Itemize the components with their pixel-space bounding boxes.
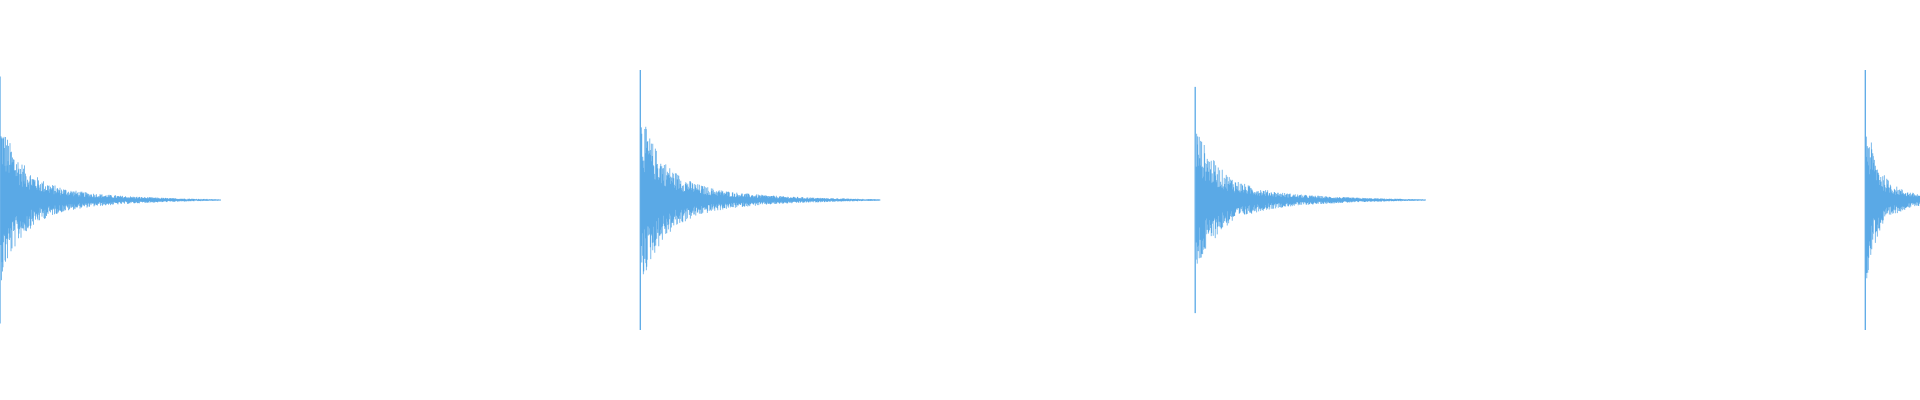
waveform-transient	[0, 76, 221, 324]
waveform-transients	[0, 70, 1920, 330]
waveform-transient	[1864, 70, 1920, 330]
transient-decay	[1865, 136, 1920, 279]
waveform-transient	[1194, 86, 1426, 314]
waveform-transient	[639, 70, 881, 330]
